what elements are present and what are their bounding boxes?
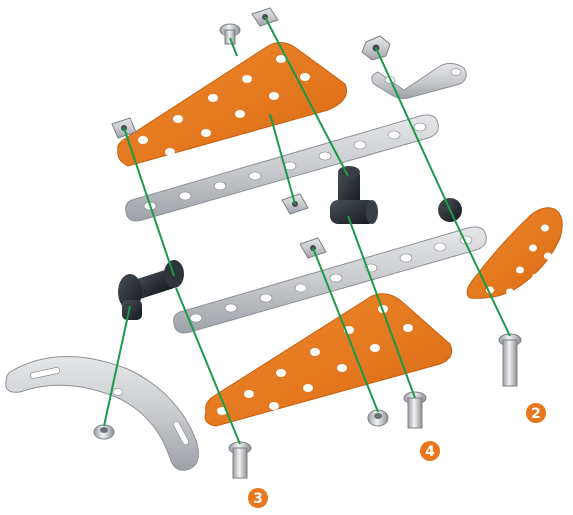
screw-icon bbox=[219, 23, 241, 45]
screw-icon bbox=[498, 333, 522, 387]
lower-metal-strip bbox=[173, 226, 487, 334]
step-number-2: 2 bbox=[531, 406, 541, 422]
screw-icon bbox=[228, 441, 252, 479]
curved-metal-strip bbox=[5, 356, 199, 471]
step-number-3: 3 bbox=[253, 491, 263, 507]
upper-metal-strip bbox=[125, 114, 439, 222]
bottom-triangle-plate bbox=[204, 293, 453, 427]
top-triangle-plate bbox=[117, 42, 348, 167]
guide-lines bbox=[103, 16, 511, 445]
nut-icon bbox=[93, 424, 115, 440]
nut-icon bbox=[367, 409, 389, 427]
connector-icon bbox=[330, 166, 378, 224]
step-badge-2: 2 bbox=[526, 403, 546, 423]
connector-icon bbox=[118, 260, 184, 320]
right-curved-plate bbox=[466, 207, 563, 299]
step-number-4: 4 bbox=[425, 444, 435, 460]
step-badge-4: 4 bbox=[420, 441, 440, 461]
step-badge-3: 3 bbox=[248, 488, 268, 508]
